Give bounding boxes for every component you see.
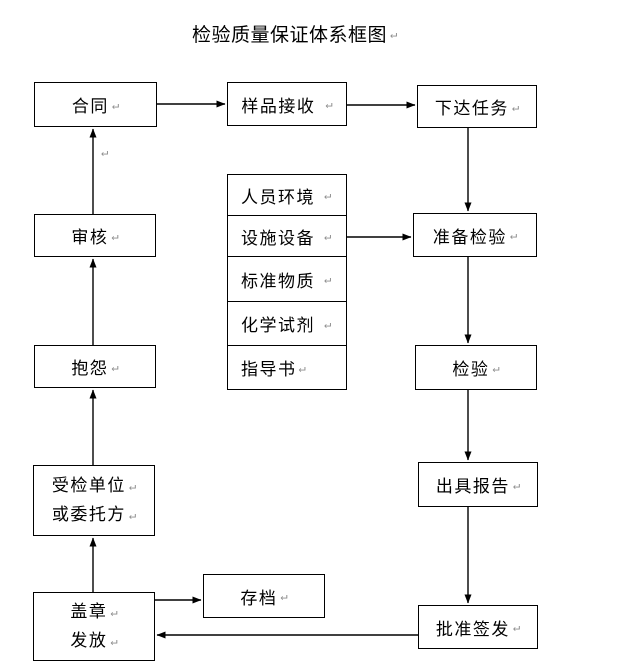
resource-row: 人员环境 ↵ [228,175,346,216]
node-complaint: 抱怨 ↵ [34,345,156,388]
diagram-title-text: 检验质量保证体系框图 [192,24,388,46]
node-label: 批准签发 [435,619,510,640]
paragraph-mark: ↵ [298,360,306,375]
paragraph-mark: ↵ [511,99,520,114]
paragraph-mark: ↵ [390,26,398,41]
node-client: 受检单位 ↵ 或委托方 ↵ [33,465,155,536]
node-stamp-issue: 盖章 ↵ 发放 ↵ [33,592,155,661]
resource-row: 设施设备 ↵ [228,216,346,257]
paragraph-mark: ↵ [110,605,118,619]
node-label-line2: 发放 ↵ [70,627,117,656]
paragraph-mark: ↵ [512,620,521,634]
node-label: 审核 [71,228,109,248]
paragraph-mark: ↵ [512,477,521,492]
node-archive: 存档 ↵ [203,574,325,618]
node-label: 出具报告 [435,477,510,497]
node-label: 合同 [71,97,109,117]
node-approve-sign: 批准签发 ↵ [418,605,538,649]
node-label: 检验 [452,360,490,380]
resource-label: 人员环境 [241,187,315,208]
resource-label: 指导书 [241,360,297,380]
node-label-line1: 盖章 ↵ [70,598,117,627]
paragraph-mark: ↵ [111,97,120,112]
paragraph-mark: ↵ [509,228,518,242]
node-label: 受检单位 [51,475,126,496]
node-label-line2: 或委托方 ↵ [52,501,136,530]
resource-label: 化学试剂 [241,316,315,336]
paragraph-mark: ↵ [492,360,500,375]
node-label: 盖章 [70,601,108,622]
paragraph-mark: ↵ [128,508,137,522]
node-sample-receipt: 样品接收 ↵ [227,82,347,126]
resource-row: 化学试剂 ↵ [228,302,346,346]
resource-row: 指导书 ↵ [228,346,346,389]
paragraph-mark: ↵ [324,316,332,331]
node-contract: 合同 ↵ [34,82,157,127]
node-review: 审核 ↵ [34,214,156,257]
node-inspection: 检验 ↵ [415,345,537,390]
node-label: 准备检验 [432,227,507,248]
paragraph-mark: ↵ [280,589,288,603]
node-label: 发放 [70,630,108,651]
node-issue-report: 出具报告 ↵ [418,462,538,507]
paragraph-mark: ↵ [325,97,333,111]
paragraph-mark: ↵ [324,229,332,243]
resource-row: 标准物质 ↵ [228,257,346,302]
node-label: 抱怨 [71,359,109,379]
node-label: 或委托方 [51,504,126,525]
node-label: 下达任务 [434,99,509,119]
diagram-title: 检验质量保证体系框图 ↵ [192,20,397,47]
paragraph-mark: ↵ [111,228,119,243]
node-label-line1: 受检单位 ↵ [52,472,136,501]
paragraph-mark: ↵ [111,359,119,374]
resource-label: 设施设备 [241,228,315,249]
node-prepare-inspection: 准备检验 ↵ [413,213,537,257]
node-resources: 人员环境 ↵ 设施设备 ↵ 标准物质 ↵ 化学试剂 ↵ 指导书 ↵ [227,174,347,390]
paragraph-mark: ↵ [324,188,332,202]
resource-label: 标准物质 [241,271,315,292]
paragraph-mark: ↵ [128,479,137,493]
paragraph-mark: ↵ [324,272,332,286]
node-assign-task: 下达任务 ↵ [417,85,537,128]
node-label: 存档 [240,588,278,609]
paragraph-mark: ↵ [101,145,109,159]
paragraph-mark: ↵ [110,634,118,648]
node-label: 样品接收 [241,96,316,117]
